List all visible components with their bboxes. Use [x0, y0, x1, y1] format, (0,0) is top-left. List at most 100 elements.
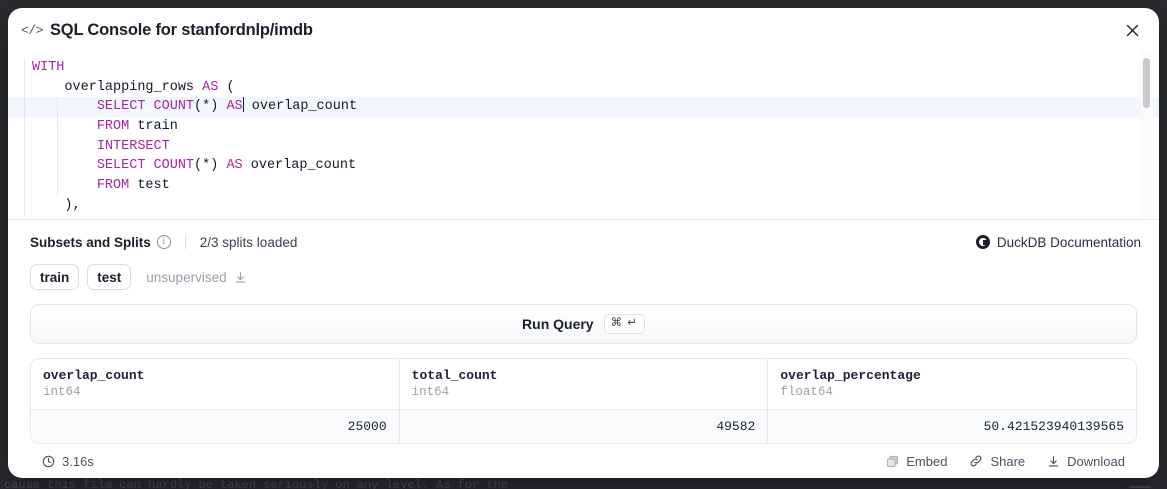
sql-text: ), — [64, 197, 81, 213]
split-pill-label: test — [97, 269, 122, 285]
splits-header-row: Subsets and Splits i 2/3 splits loaded D… — [30, 232, 1141, 252]
sql-text: train — [129, 119, 178, 135]
indent-guide — [56, 136, 58, 157]
execution-time: 3.16s — [42, 454, 94, 469]
split-pill-unsupervised[interactable]: unsupervised — [139, 264, 253, 290]
clock-icon — [42, 455, 55, 467]
sql-keyword: WITH — [32, 60, 65, 75]
footer-action-download[interactable]: Download — [1047, 454, 1125, 469]
sql-keyword: FROM — [96, 178, 130, 194]
duckdb-documentation-link[interactable]: DuckDB Documentation — [975, 234, 1141, 250]
sql-keyword: AS — [226, 99, 243, 115]
footer-action-label: Download — [1067, 453, 1125, 469]
split-pill-label: unsupervised — [146, 269, 227, 285]
code-line[interactable]: FROM test — [8, 176, 1159, 196]
indent-guide — [24, 117, 25, 137]
execution-time-label: 3.16s — [62, 453, 94, 469]
sql-text: (*) — [194, 99, 227, 115]
code-line[interactable]: overlapping_rows AS ( — [8, 77, 1159, 98]
sql-keyword: SELECT COUNT — [96, 99, 195, 115]
indent-guide — [56, 156, 58, 177]
split-pill-label: train — [40, 269, 70, 285]
modal-header: </> SQL Console for stanfordnlp/imdb — [8, 8, 1159, 52]
editor-scrollbar-thumb[interactable] — [1143, 58, 1150, 108]
code-brackets-icon: </> — [21, 22, 43, 38]
column-type: int64 — [411, 385, 450, 399]
indent-guide — [24, 97, 25, 118]
run-query-shortcut-badge: ⌘ ↵ — [603, 314, 645, 334]
indent-guide — [56, 176, 58, 196]
split-pill-train[interactable]: train — [30, 264, 80, 290]
duckdb-documentation-label: DuckDB Documentation — [996, 234, 1141, 250]
splits-pill-list: train test unsupervised — [30, 264, 1141, 290]
splits-loaded-status: 2/3 splits loaded — [199, 234, 298, 250]
sql-console-modal: </> SQL Console for stanfordnlp/imdb WIT… — [8, 8, 1159, 478]
sql-keyword: SELECT COUNT — [96, 158, 195, 174]
sql-text: test — [129, 178, 170, 194]
footer-action-label: Share — [990, 453, 1026, 469]
link-icon — [971, 455, 982, 467]
footer-action-embed[interactable]: Embed — [886, 454, 947, 469]
run-query-button[interactable]: Run Query ⌘ ↵ — [30, 304, 1137, 344]
indent-guide — [56, 117, 58, 137]
column-header[interactable]: overlap_percentage float64 — [768, 359, 1136, 409]
table-cell: 25000 — [31, 410, 400, 443]
sql-keyword: INTERSECT — [96, 138, 170, 154]
backdrop-review-text: cause this film can hardly be taken seri… — [4, 478, 509, 489]
code-line[interactable]: SELECT COUNT(*) AS overlap_count — [8, 97, 1159, 118]
download-icon[interactable] — [234, 271, 247, 284]
page-title: SQL Console for stanfordnlp/imdb — [50, 20, 313, 39]
run-query-label: Run Query — [522, 316, 594, 332]
indent-guide — [24, 176, 25, 196]
sql-editor[interactable]: WITH overlapping_rows AS ( SELECT COUNT(… — [8, 52, 1159, 220]
duckdb-logo-icon — [975, 235, 990, 249]
copy-icon — [887, 455, 899, 467]
indent-guide — [24, 77, 25, 98]
info-icon[interactable]: i — [156, 235, 171, 249]
results-footer: 3.16s Embed Share Download — [30, 444, 1137, 478]
sql-text: overlapping_rows — [64, 79, 203, 95]
indent-guide — [24, 136, 25, 157]
column-name: total_count — [411, 368, 498, 383]
column-type: int64 — [43, 385, 81, 399]
divider — [184, 235, 186, 249]
column-name: overlap_percentage — [780, 368, 921, 383]
indent-guide — [24, 156, 25, 177]
column-header[interactable]: total_count int64 — [400, 359, 769, 409]
sql-keyword: AS — [202, 79, 219, 95]
sql-keyword: AS — [226, 158, 243, 174]
code-line[interactable]: SELECT COUNT(*) AS overlap_count — [8, 156, 1159, 177]
column-name: overlap_count — [43, 368, 145, 383]
sql-text: overlap_count — [243, 99, 358, 115]
code-line[interactable]: INTERSECT — [8, 136, 1159, 157]
table-cell: 49582 — [400, 410, 769, 443]
indent-guide — [56, 97, 58, 118]
column-header[interactable]: overlap_count int64 — [31, 359, 400, 409]
code-line[interactable]: ), — [8, 195, 1159, 216]
indent-guide — [24, 195, 25, 216]
footer-action-label: Embed — [906, 453, 948, 469]
download-icon — [1049, 455, 1059, 467]
splits-title: Subsets and Splits — [30, 234, 151, 250]
split-pill-test[interactable]: test — [87, 264, 132, 290]
code-line[interactable]: WITH — [8, 58, 1159, 78]
sql-editor-content[interactable]: WITH overlapping_rows AS ( SELECT COUNT(… — [8, 52, 1159, 219]
code-line[interactable]: FROM train — [8, 117, 1159, 137]
backdrop-decoration — [1129, 486, 1151, 488]
footer-action-list: Embed Share Download — [886, 454, 1125, 469]
table-cell: 50.421523940139565 — [983, 419, 1125, 434]
footer-action-share[interactable]: Share — [969, 454, 1025, 469]
subsets-and-splits-section: Subsets and Splits i 2/3 splits loaded D… — [8, 220, 1159, 290]
sql-text: (*) — [194, 158, 227, 174]
column-type: float64 — [780, 385, 833, 399]
indent-guide — [24, 58, 25, 78]
close-icon[interactable] — [1119, 17, 1145, 43]
text-caret — [242, 97, 244, 113]
sql-keyword: FROM — [96, 119, 130, 135]
sql-text: overlap_count — [242, 158, 357, 174]
sql-text: ( — [218, 79, 235, 95]
